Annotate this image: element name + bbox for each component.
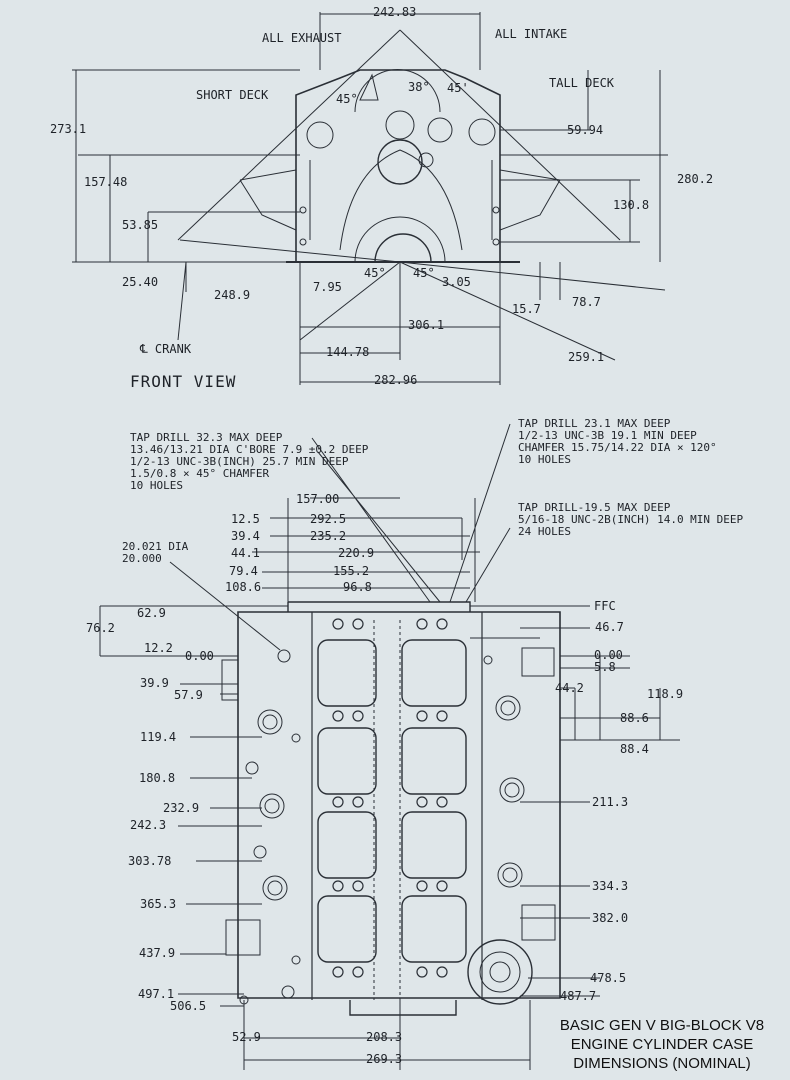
note-tap-drill-32-3: TAP DRILL 32.3 MAX DEEP 13.46/13.21 DIA … xyxy=(130,431,369,492)
right-dim: 44.2 xyxy=(555,681,584,695)
front-view-outline xyxy=(295,69,501,263)
left-dim: 119.4 xyxy=(140,730,177,744)
right-dim: 478.5 xyxy=(590,971,627,985)
left-dim: 76.2 xyxy=(86,621,115,635)
top-dim: 292.5 xyxy=(310,512,347,526)
dim-248-9: 248.9 xyxy=(214,288,251,302)
dim-273-1: 273.1 xyxy=(50,122,87,136)
dim-157-48: 157.48 xyxy=(84,175,128,189)
right-dim: 211.3 xyxy=(592,795,629,809)
all-exhaust-label: ALL EXHAUST xyxy=(262,31,342,45)
right-dim: 118.9 xyxy=(647,687,684,701)
bottom-dim: 269.3 xyxy=(366,1052,403,1066)
dim-7-95: 7.95 xyxy=(313,280,342,294)
crank-centerline-label: ℄ CRANK xyxy=(140,342,192,356)
dim-280-2: 280.2 xyxy=(677,172,714,186)
title-line-1: BASIC GEN V BIG-BLOCK V8 xyxy=(559,1017,765,1034)
top-dim: 39.4 xyxy=(231,529,260,543)
right-dim: 5.8 xyxy=(594,660,616,674)
right-dim: 46.7 xyxy=(595,620,624,634)
title-line-3: DIMENSIONS (NOMINAL) xyxy=(573,1055,751,1072)
right-dim: 0.00 xyxy=(594,648,623,662)
dim-53-85: 53.85 xyxy=(122,218,159,232)
left-dim: 62.9 xyxy=(137,606,166,620)
left-dim: 506.5 xyxy=(170,999,207,1013)
angle-45-bottom-right: 45° xyxy=(413,266,435,280)
front-view-title: FRONT VIEW xyxy=(130,372,237,391)
all-intake-label: ALL INTAKE xyxy=(495,27,568,41)
top-dim: 12.5 xyxy=(231,512,260,526)
top-dim: 220.9 xyxy=(338,546,375,560)
top-dim: 157.00 xyxy=(296,492,340,506)
dim-3-05: 3.05 xyxy=(442,275,471,289)
dim-282-96: 282.96 xyxy=(374,373,418,387)
top-dim: 79.4 xyxy=(229,564,258,578)
left-dim: 180.8 xyxy=(139,771,176,785)
angle-45-left: 45° xyxy=(336,92,358,106)
angle-38: 38° xyxy=(408,80,430,94)
dim-259-1: 259.1 xyxy=(568,350,605,364)
note-tap-drill-23-1: TAP DRILL 23.1 MAX DEEP 1/2-13 UNC-3B 19… xyxy=(518,417,717,466)
dim-15-7: 15.7 xyxy=(512,302,541,316)
angle-45-right: 45' xyxy=(447,81,469,95)
left-dim: 12.2 xyxy=(144,641,173,655)
top-dim: 155.2 xyxy=(333,564,370,578)
note-dia: 20.021 DIA 20.000 xyxy=(122,540,189,565)
left-dim: 365.3 xyxy=(140,897,177,911)
left-dim: 39.9 xyxy=(140,676,169,690)
left-dim: 437.9 xyxy=(139,946,176,960)
left-dim: 232.9 xyxy=(163,801,200,815)
note-tap-drill-19-5: TAP DRILL-19.5 MAX DEEP 5/16-18 UNC-2B(I… xyxy=(518,501,744,538)
top-dim: 44.1 xyxy=(231,546,260,560)
dim-242-83: 242.83 xyxy=(373,5,417,19)
dim-59-94: 59.94 xyxy=(567,123,604,137)
bottom-dim: 52.9 xyxy=(232,1030,261,1044)
right-dim: 382.0 xyxy=(592,911,629,925)
angle-45-bottom-left: 45° xyxy=(364,266,386,280)
right-dim: 487.7 xyxy=(560,989,597,1003)
left-dim: 303.78 xyxy=(128,854,172,868)
ffc-label: FFC xyxy=(594,599,616,613)
title-line-2: ENGINE CYLINDER CASE xyxy=(570,1036,754,1053)
dim-130-8: 130.8 xyxy=(613,198,650,212)
right-dim: 334.3 xyxy=(592,879,629,893)
left-dim: 0.00 xyxy=(185,649,214,663)
left-dim: 497.1 xyxy=(138,987,175,1001)
dim-306-1: 306.1 xyxy=(408,318,445,332)
top-view-outline xyxy=(237,611,561,999)
right-dim: 88.6 xyxy=(620,711,649,725)
tall-deck-label: TALL DECK xyxy=(549,76,615,90)
right-dim: 88.4 xyxy=(620,742,649,756)
top-dim: 96.8 xyxy=(343,580,372,594)
left-dim: 57.9 xyxy=(174,688,203,702)
top-dim: 235.2 xyxy=(310,529,347,543)
dim-25-40: 25.40 xyxy=(122,275,159,289)
left-dim: 242.3 xyxy=(130,818,167,832)
short-deck-label: SHORT DECK xyxy=(196,88,269,102)
title-block: BASIC GEN V BIG-BLOCK V8 ENGINE CYLINDER… xyxy=(542,1016,782,1073)
dim-144-78: 144.78 xyxy=(326,345,370,359)
dim-78-7: 78.7 xyxy=(572,295,601,309)
bottom-dim: 208.3 xyxy=(366,1030,403,1044)
top-dim: 108.6 xyxy=(225,580,262,594)
